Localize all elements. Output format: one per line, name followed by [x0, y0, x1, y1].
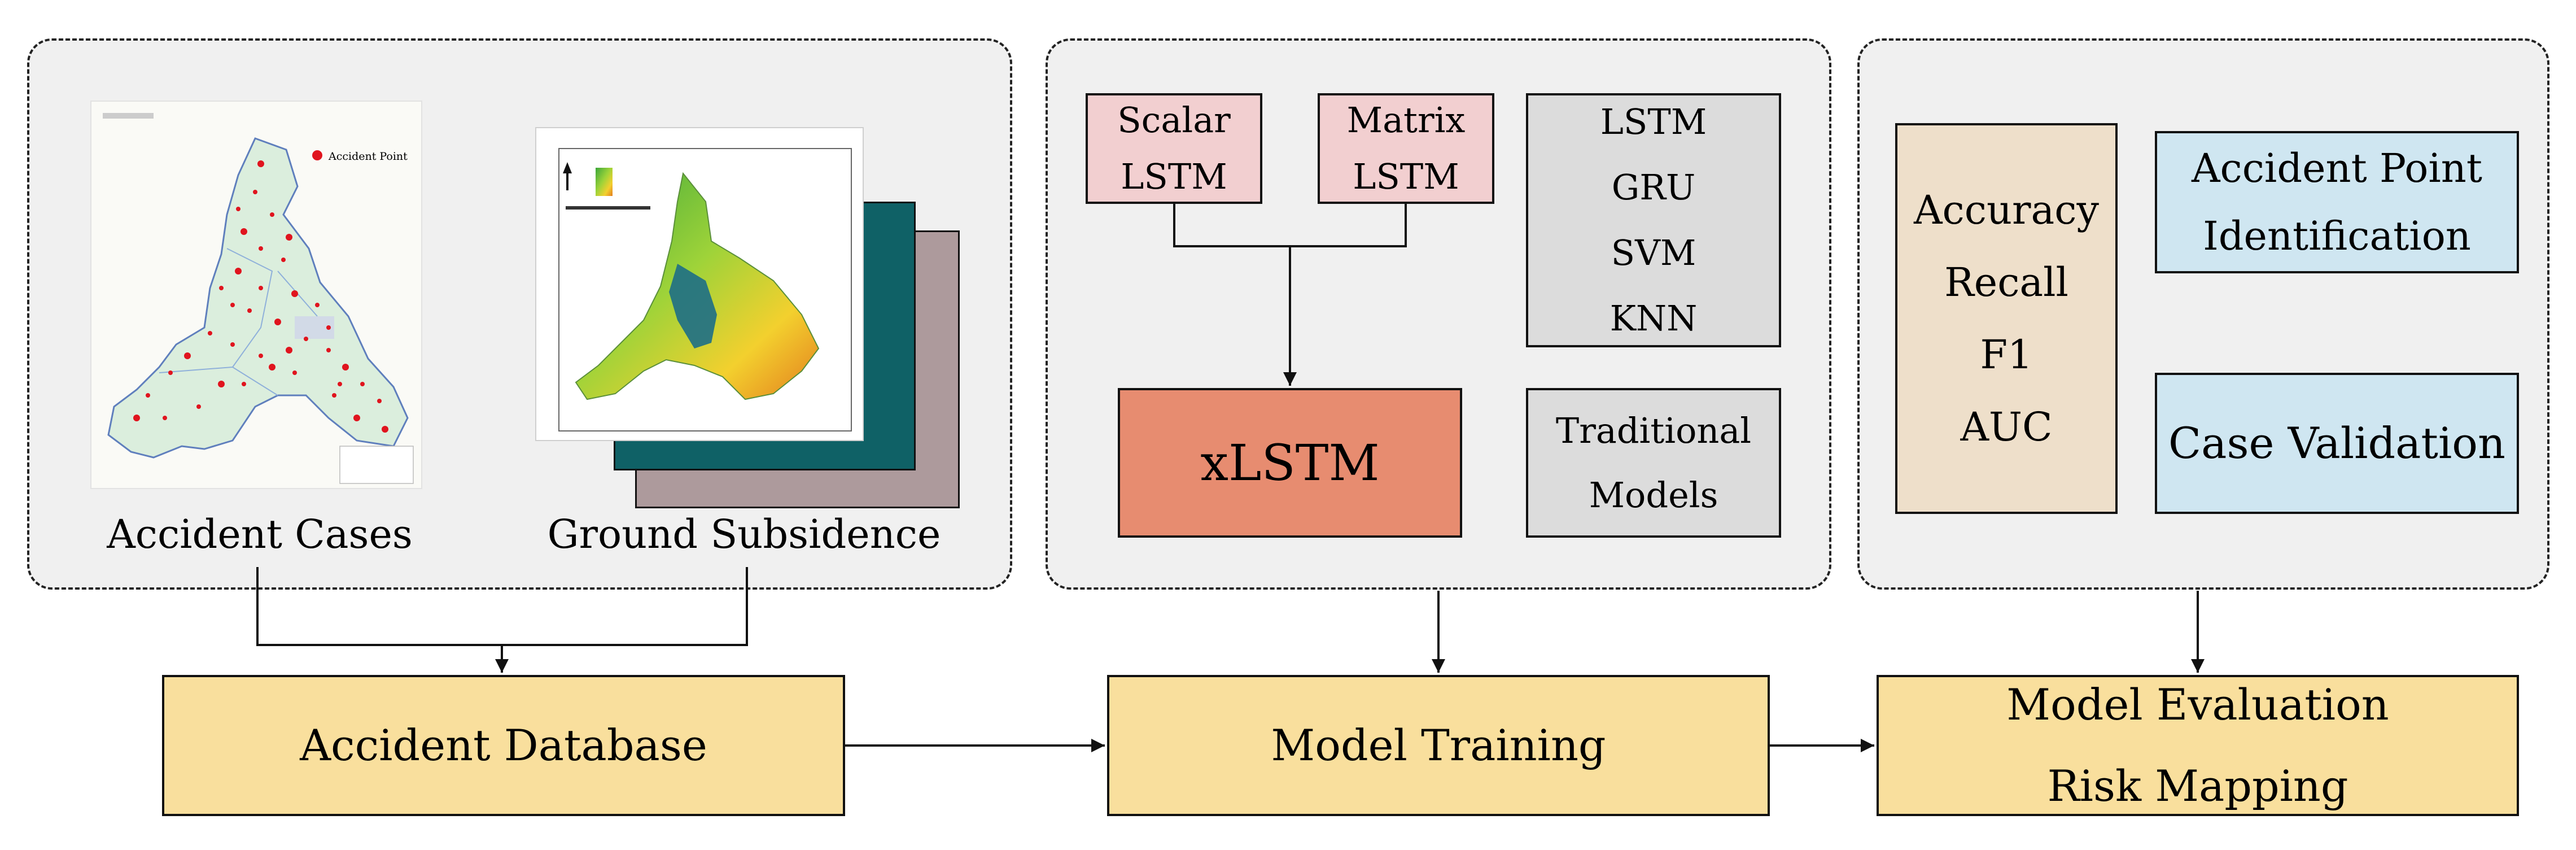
- matrix-lstm-line-1: Matrix: [1346, 99, 1466, 141]
- accident-database-label: Accident Database: [300, 720, 707, 770]
- accident-point-marker: [230, 303, 235, 307]
- accident-point-marker: [259, 246, 263, 251]
- matrix-lstm-box: Matrix LSTM: [1318, 93, 1494, 204]
- scale-bar: [566, 206, 650, 210]
- accident-point-marker: [257, 160, 264, 167]
- accident-point-marker: [208, 331, 212, 335]
- model-evaluation-line-1: Model Evaluation: [2006, 679, 2389, 730]
- map-title-placeholder: [103, 113, 154, 119]
- metric-accuracy: Accuracy: [1914, 187, 2099, 233]
- accident-point-marker: [230, 342, 235, 347]
- accident-point-marker: [247, 308, 252, 313]
- accident-point-marker: [259, 354, 263, 358]
- accident-point-marker: [338, 382, 342, 386]
- accident-point-marker: [342, 364, 349, 370]
- accident-point-marker: [269, 364, 275, 370]
- traditional-models-box: Traditional Models: [1526, 388, 1781, 538]
- accident-point-marker: [274, 319, 281, 325]
- accident-point-marker: [332, 393, 336, 398]
- traditional-line-1: Traditional: [1555, 409, 1752, 451]
- map-legend-box: [339, 446, 414, 484]
- accident-point-marker: [326, 348, 331, 352]
- model-evaluation-line-2: Risk Mapping: [2047, 761, 2348, 811]
- accident-point-marker: [304, 337, 308, 341]
- accident-point-marker: [259, 286, 263, 290]
- accident-point-marker: [292, 370, 297, 375]
- accident-point-marker: [219, 286, 224, 290]
- accident-cases-caption: Accident Cases: [107, 511, 413, 557]
- ground-subsidence-caption: Ground Subsidence: [547, 511, 941, 557]
- identification-line-2: Identification: [2203, 213, 2471, 259]
- identification-line-1: Accident Point: [2191, 145, 2483, 191]
- accident-point-marker: [133, 415, 140, 421]
- accident-point-marker: [146, 393, 150, 398]
- accident-point-marker: [240, 228, 247, 235]
- sources-merge-connector: [256, 567, 748, 646]
- scalar-lstm-line-1: Scalar: [1117, 99, 1231, 141]
- accident-point-marker: [235, 268, 242, 274]
- xlstm-label: xLSTM: [1200, 434, 1380, 492]
- model-training-label: Model Training: [1271, 720, 1606, 770]
- map-legend-label: Accident Point: [328, 150, 408, 163]
- case-validation-box: Case Validation: [2155, 373, 2519, 514]
- accident-map-image: Accident Point: [90, 101, 422, 489]
- baseline-lstm: LSTM: [1600, 101, 1707, 142]
- accident-point-marker: [281, 258, 286, 262]
- scalar-matrix-merge-connector: [1173, 204, 1407, 247]
- scalar-lstm-line-2: LSTM: [1121, 156, 1227, 197]
- subsidence-map-graphic: [558, 148, 852, 431]
- accident-point-marker: [184, 352, 191, 359]
- metric-f1: F1: [1980, 332, 2033, 378]
- baseline-gru: GRU: [1611, 167, 1696, 208]
- accident-point-marker: [353, 415, 360, 421]
- baseline-knn: KNN: [1610, 298, 1698, 339]
- baseline-svm: SVM: [1611, 232, 1696, 273]
- accident-points: [133, 160, 388, 433]
- accident-point-marker: [242, 382, 246, 386]
- subsidence-map-image: [535, 127, 864, 441]
- accident-point-marker: [377, 399, 382, 403]
- accident-point-marker: [286, 234, 292, 241]
- baseline-models-box: LSTM GRU SVM KNN: [1526, 93, 1781, 347]
- accident-point-marker: [236, 207, 240, 211]
- accident-point-marker: [163, 416, 167, 420]
- accident-point-marker: [291, 290, 298, 297]
- metric-recall: Recall: [1944, 259, 2068, 306]
- north-arrow-icon: [563, 162, 572, 173]
- accident-point-marker: [326, 325, 331, 330]
- accident-point-marker: [168, 370, 173, 375]
- accident-point-marker: [270, 212, 274, 217]
- accident-point-marker: [315, 303, 320, 307]
- scalar-lstm-box: Scalar LSTM: [1086, 93, 1262, 204]
- model-evaluation-box: Model Evaluation Risk Mapping: [1877, 675, 2519, 816]
- accident-map-graphic: Accident Point: [103, 113, 414, 484]
- subsidence-legend-ramp: [596, 168, 613, 196]
- case-validation-label: Case Validation: [2168, 418, 2505, 468]
- accident-point-marker: [360, 382, 365, 386]
- accident-point-marker: [196, 404, 201, 409]
- model-training-box: Model Training: [1107, 675, 1770, 816]
- xlstm-box: xLSTM: [1118, 388, 1462, 538]
- metrics-box: Accuracy Recall F1 AUC: [1895, 123, 2118, 514]
- accident-point-marker: [286, 347, 292, 354]
- matrix-lstm-line-2: LSTM: [1353, 156, 1459, 197]
- accident-database-box: Accident Database: [162, 675, 845, 816]
- traditional-line-2: Models: [1589, 474, 1718, 516]
- accident-point-identification-box: Accident Point Identification: [2155, 131, 2519, 273]
- legend-dot-icon: [312, 150, 322, 160]
- accident-point-marker: [218, 381, 225, 387]
- accident-point-marker: [253, 190, 257, 194]
- metric-auc: AUC: [1960, 404, 2053, 450]
- accident-point-marker: [382, 426, 388, 433]
